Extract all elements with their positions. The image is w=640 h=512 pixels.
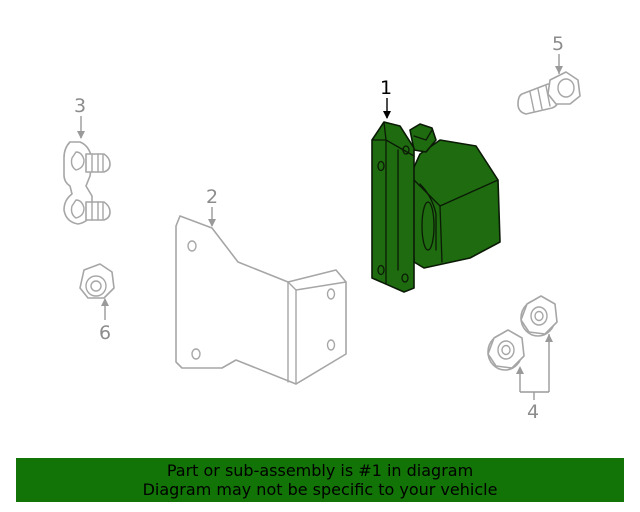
callout-4: 4 <box>527 401 539 423</box>
part-2-mounting-bracket[interactable] <box>175 207 347 385</box>
diagram-notice-banner: Part or sub-assembly is #1 in diagram Di… <box>16 458 624 502</box>
banner-line-1: Part or sub-assembly is #1 in diagram <box>166 461 474 480</box>
callout-3: 3 <box>74 95 86 117</box>
callout-2: 2 <box>206 186 218 208</box>
banner-line-2: Diagram may not be specific to your vehi… <box>142 480 498 499</box>
part-1-module[interactable] <box>371 98 501 293</box>
part-3-stud-bracket[interactable] <box>63 116 111 225</box>
callout-6: 6 <box>99 322 111 344</box>
part-4-flange-nuts[interactable] <box>487 295 558 400</box>
callout-1: 1 <box>380 77 392 99</box>
parts-diagram: 3 6 2 <box>63 33 581 423</box>
part-6-nut[interactable] <box>79 263 115 320</box>
part-5-bolt[interactable] <box>517 54 581 115</box>
callout-5: 5 <box>552 33 564 55</box>
